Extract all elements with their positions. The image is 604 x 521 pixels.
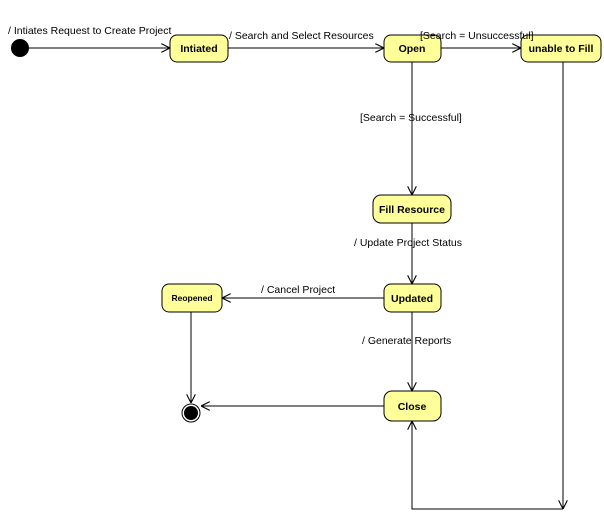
svg-text:Close: Close bbox=[398, 401, 427, 413]
state-fill-resource[interactable]: Fill Resource bbox=[372, 194, 452, 224]
initial-node[interactable] bbox=[11, 39, 29, 57]
label-open-to-unable: [Search = Unsuccessful] bbox=[420, 30, 534, 42]
label-open-to-fill-resource: [Search = Successful] bbox=[360, 112, 462, 124]
svg-text:Fill Resource: Fill Resource bbox=[379, 204, 445, 216]
svg-text:Intiated: Intiated bbox=[180, 43, 217, 55]
svg-text:Open: Open bbox=[399, 43, 426, 55]
state-close[interactable]: Close bbox=[383, 390, 442, 422]
state-open[interactable]: Open bbox=[383, 34, 442, 63]
svg-text:unable to Fill: unable to Fill bbox=[529, 43, 594, 55]
state-updated[interactable]: Updated bbox=[383, 283, 442, 313]
state-unable-to-fill[interactable]: unable to Fill bbox=[520, 34, 602, 63]
final-node[interactable] bbox=[181, 403, 201, 423]
label-intiated-to-open: / Search and Select Resources bbox=[229, 30, 374, 42]
svg-text:Reopened: Reopened bbox=[171, 293, 212, 303]
svg-text:Updated: Updated bbox=[391, 293, 433, 305]
state-reopened[interactable]: Reopened bbox=[161, 283, 223, 313]
state-intiated[interactable]: Intiated bbox=[169, 34, 229, 63]
label-fill-resource-to-updated: / Update Project Status bbox=[354, 237, 462, 249]
label-updated-to-reopened: / Cancel Project bbox=[261, 284, 335, 296]
label-initial-to-intiated: / Intiates Request to Create Project bbox=[8, 25, 171, 37]
edge-unable-to-close bbox=[412, 421, 563, 510]
label-updated-to-close: / Generate Reports bbox=[362, 335, 451, 347]
